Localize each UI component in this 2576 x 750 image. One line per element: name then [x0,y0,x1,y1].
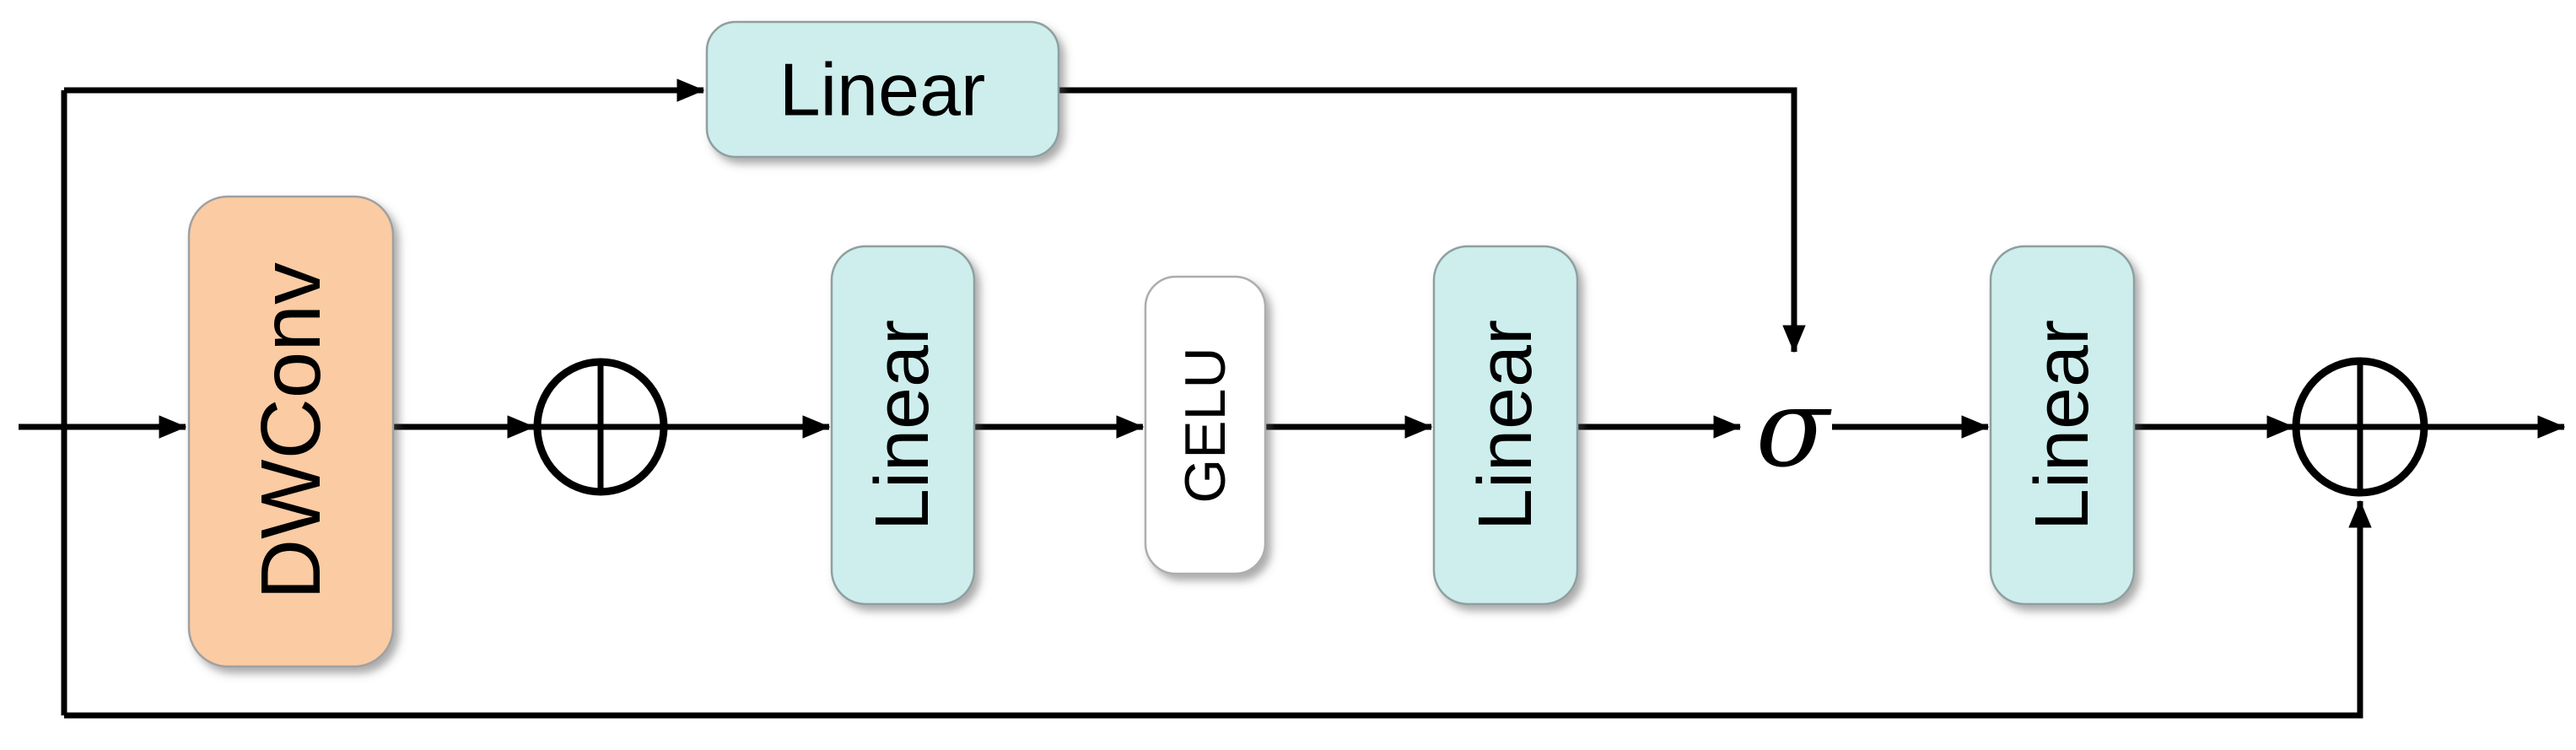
bottom-residual-arrow [64,499,2372,719]
linear3-node: Linear [1989,245,2136,606]
dwconv-label: DWConv [244,262,338,600]
linear2-label: Linear [1463,320,1548,531]
circled-plus-operator-1 [533,358,668,496]
gelu-node: GELU [1144,275,1267,575]
linear1-label: Linear [860,320,945,531]
linear3-box [1989,245,2136,606]
linear2-node: Linear [1432,245,1579,606]
top-linear-label: Linear [779,48,986,132]
linear3-label: Linear [2020,320,2104,531]
connection-lines [19,78,2566,719]
circled-plus-operator-2 [2292,357,2428,497]
gelu-label: GELU [1173,347,1237,503]
top-linear-node: Linear [705,20,1060,159]
linear1-box [830,245,976,606]
nodes: Linear DWConv Linear GELU Linear [187,20,2136,668]
top-linear-to-sigma-arrow [1059,87,1806,353]
dwconv-node: DWConv [187,195,395,668]
dwconv-box [187,195,395,668]
linear1-node: Linear [830,245,976,606]
linear2-box [1432,245,1579,606]
gelu-box [1144,275,1267,575]
top-linear-box [705,20,1060,159]
sigma-symbol: σ [1755,366,1832,492]
